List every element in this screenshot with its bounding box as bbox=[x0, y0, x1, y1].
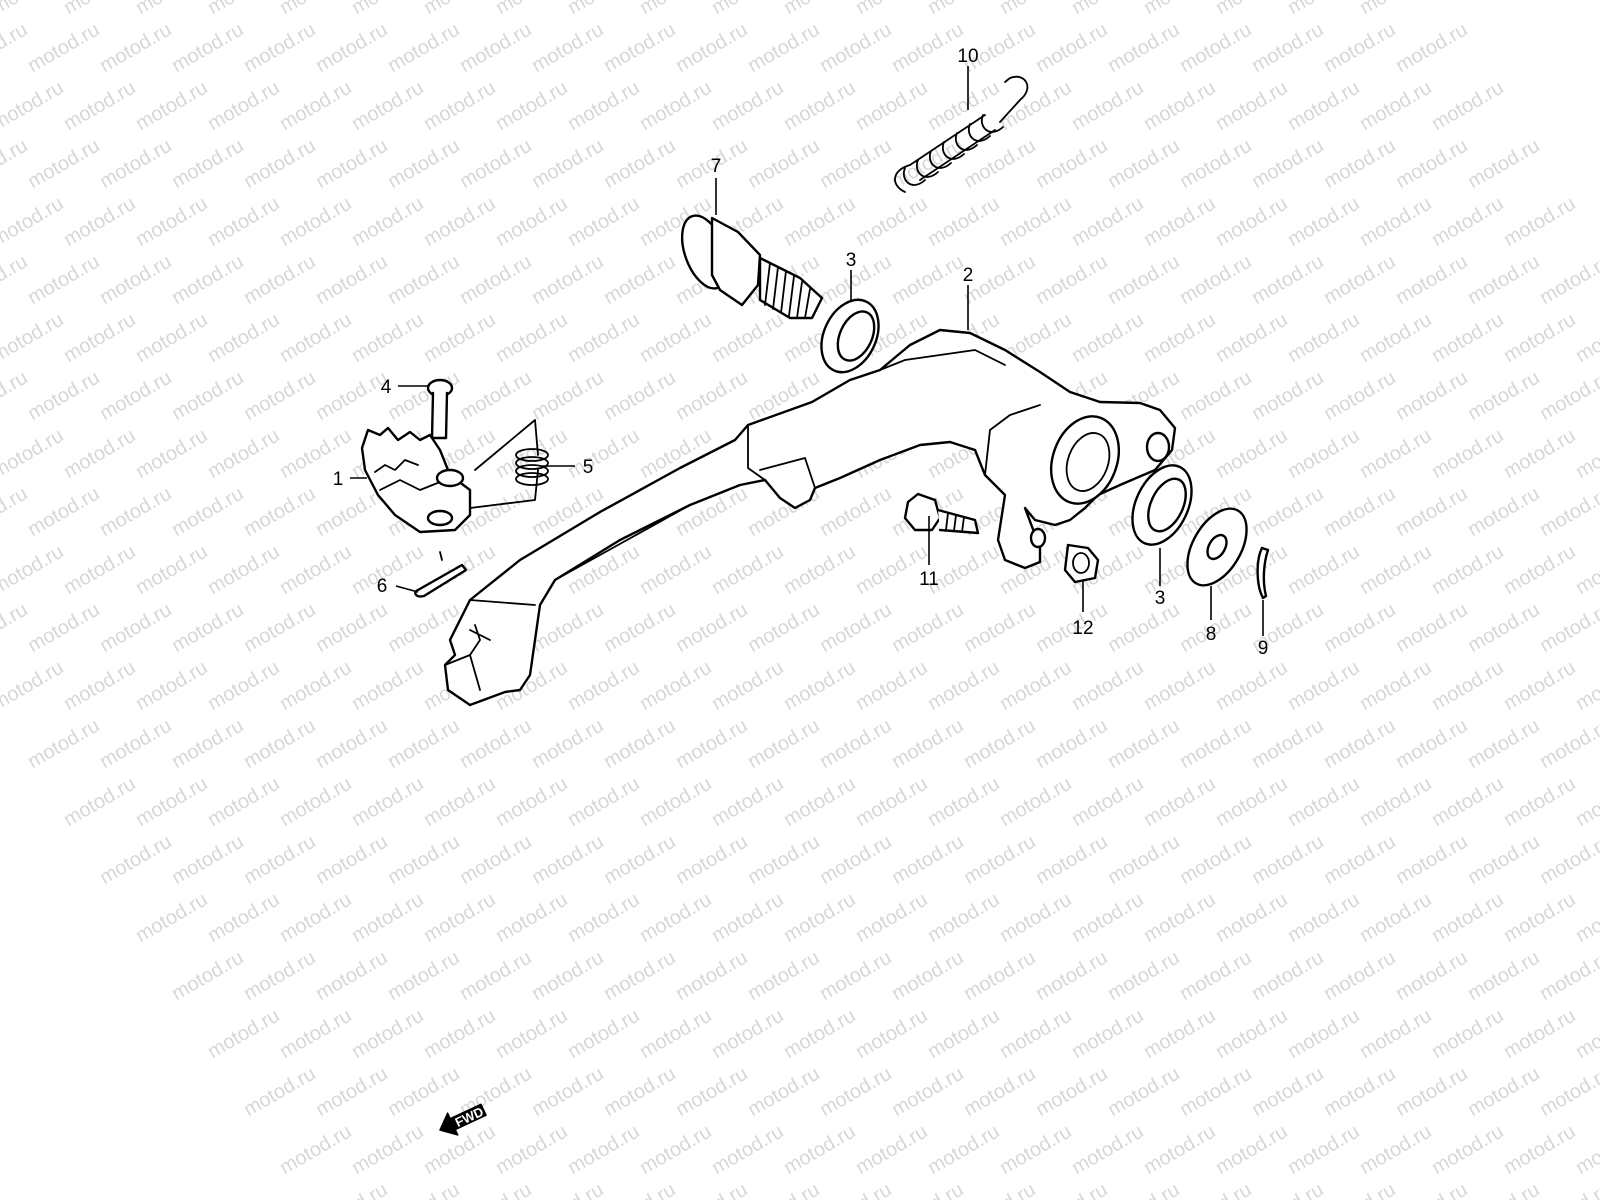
return-spring bbox=[894, 75, 1029, 193]
leader-lines bbox=[350, 66, 1264, 636]
washer bbox=[1186, 507, 1248, 587]
rear-brake-pedal bbox=[443, 328, 1177, 707]
fwd-label: FWD bbox=[453, 1104, 486, 1130]
cotter-pin-small bbox=[1256, 546, 1270, 600]
callout-2: 2 bbox=[963, 265, 974, 286]
callout-5: 5 bbox=[583, 457, 594, 478]
callout-4: 4 bbox=[381, 377, 392, 398]
callout-labels: 10 7 3 2 4 5 1 6 11 12 3 8 9 bbox=[333, 46, 1269, 659]
torsion-spring bbox=[469, 419, 549, 509]
clevis-pin bbox=[426, 378, 454, 440]
callout-9: 9 bbox=[1258, 638, 1269, 659]
callout-6: 6 bbox=[377, 576, 388, 597]
callout-1: 1 bbox=[333, 469, 344, 490]
callout-10: 10 bbox=[957, 46, 978, 67]
cotter-pin bbox=[414, 551, 468, 598]
pivot-bolt bbox=[680, 214, 824, 320]
oil-seal-upper bbox=[820, 298, 880, 374]
adjust-bolt bbox=[903, 492, 980, 535]
arrow-left-icon bbox=[439, 1103, 487, 1136]
callout-8: 8 bbox=[1206, 624, 1217, 645]
footrest-peg bbox=[360, 426, 472, 534]
lock-nut bbox=[1063, 543, 1100, 584]
callout-7: 7 bbox=[711, 156, 722, 177]
callout-3a: 3 bbox=[846, 250, 857, 271]
direction-indicator: FWD bbox=[439, 1103, 487, 1136]
oil-seal-lower bbox=[1131, 464, 1193, 546]
callout-3b: 3 bbox=[1155, 588, 1166, 609]
callout-12: 12 bbox=[1072, 618, 1093, 639]
callout-11: 11 bbox=[919, 569, 939, 590]
